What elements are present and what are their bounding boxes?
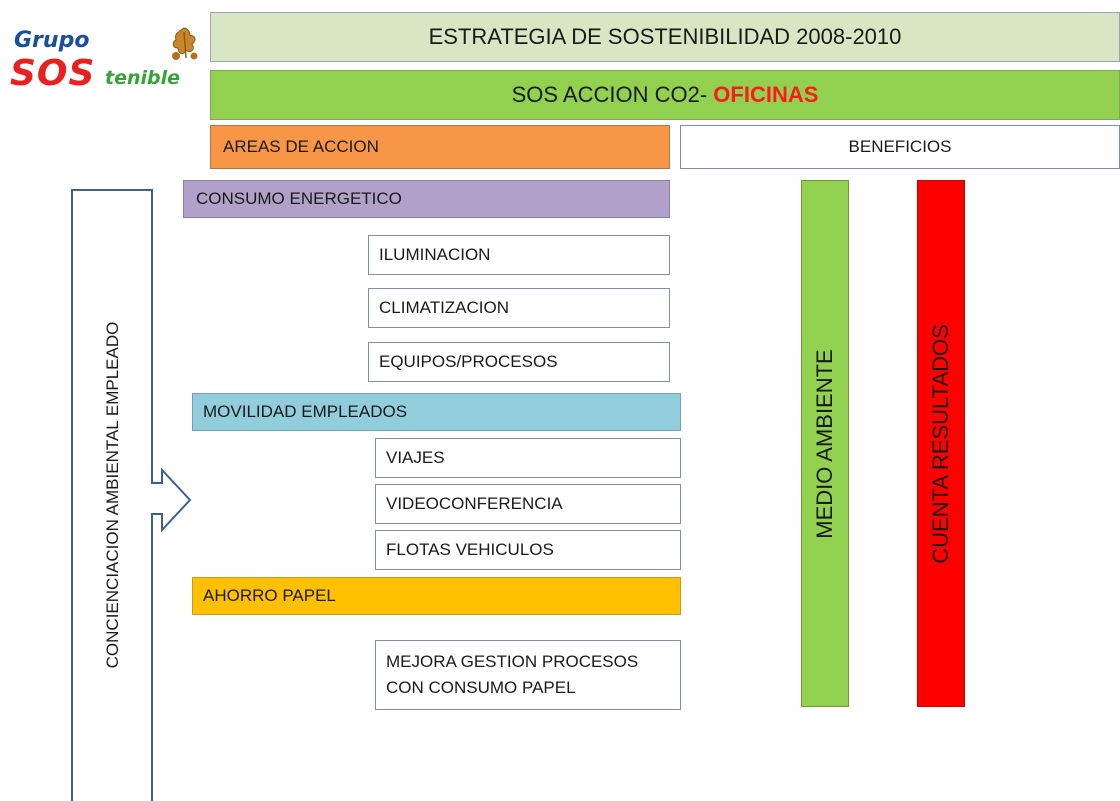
item-climatizacion: CLIMATIZACION [368, 288, 670, 328]
energy-group-label: CONSUMO ENERGETICO [183, 180, 670, 218]
action-subtitle: SOS ACCION CO2- OFICINAS [210, 70, 1120, 120]
subtitle-prefix: SOS ACCION CO2- [511, 82, 714, 107]
mobility-group-label: MOVILIDAD EMPLEADOS [192, 393, 681, 431]
item-mejora-line2: CON CONSUMO PAPEL [386, 678, 576, 697]
logo-grupo-text: Grupo [14, 28, 90, 53]
awareness-arrow-outline [71, 189, 192, 801]
benefit-environment-bar: MEDIO AMBIENTE [801, 180, 849, 707]
oak-leaf-icon [172, 27, 198, 60]
item-mejora-line1: MEJORA GESTION PROCESOS [386, 652, 639, 671]
item-viajes: VIAJES [375, 438, 681, 478]
logo-sos-text: SOS [10, 53, 96, 94]
benefit-results-bar: CUENTA RESULTADOS [917, 180, 965, 707]
item-mejora-gestion: MEJORA GESTION PROCESOS CON CONSUMO PAPE… [375, 640, 681, 710]
grupo-sostenible-logo: Grupo SOS tenible [6, 22, 210, 108]
item-equipos-procesos: EQUIPOS/PROCESOS [368, 342, 670, 382]
logo-tenible-text: tenible [105, 67, 181, 89]
benefits-header: BENEFICIOS [680, 125, 1120, 169]
subtitle-highlight: OFICINAS [713, 82, 819, 107]
areas-header: AREAS DE ACCION [210, 125, 670, 169]
item-videoconferencia: VIDEOCONFERENCIA [375, 484, 681, 524]
paper-group-label: AHORRO PAPEL [192, 577, 681, 615]
item-iluminacion: ILUMINACION [368, 235, 670, 275]
strategy-title: ESTRATEGIA DE SOSTENIBILIDAD 2008-2010 [210, 12, 1120, 62]
awareness-arrow-label: CONCIENCIACION AMBIENTAL EMPLEADO [103, 321, 122, 669]
item-flotas-vehiculos: FLOTAS VEHICULOS [375, 530, 681, 570]
